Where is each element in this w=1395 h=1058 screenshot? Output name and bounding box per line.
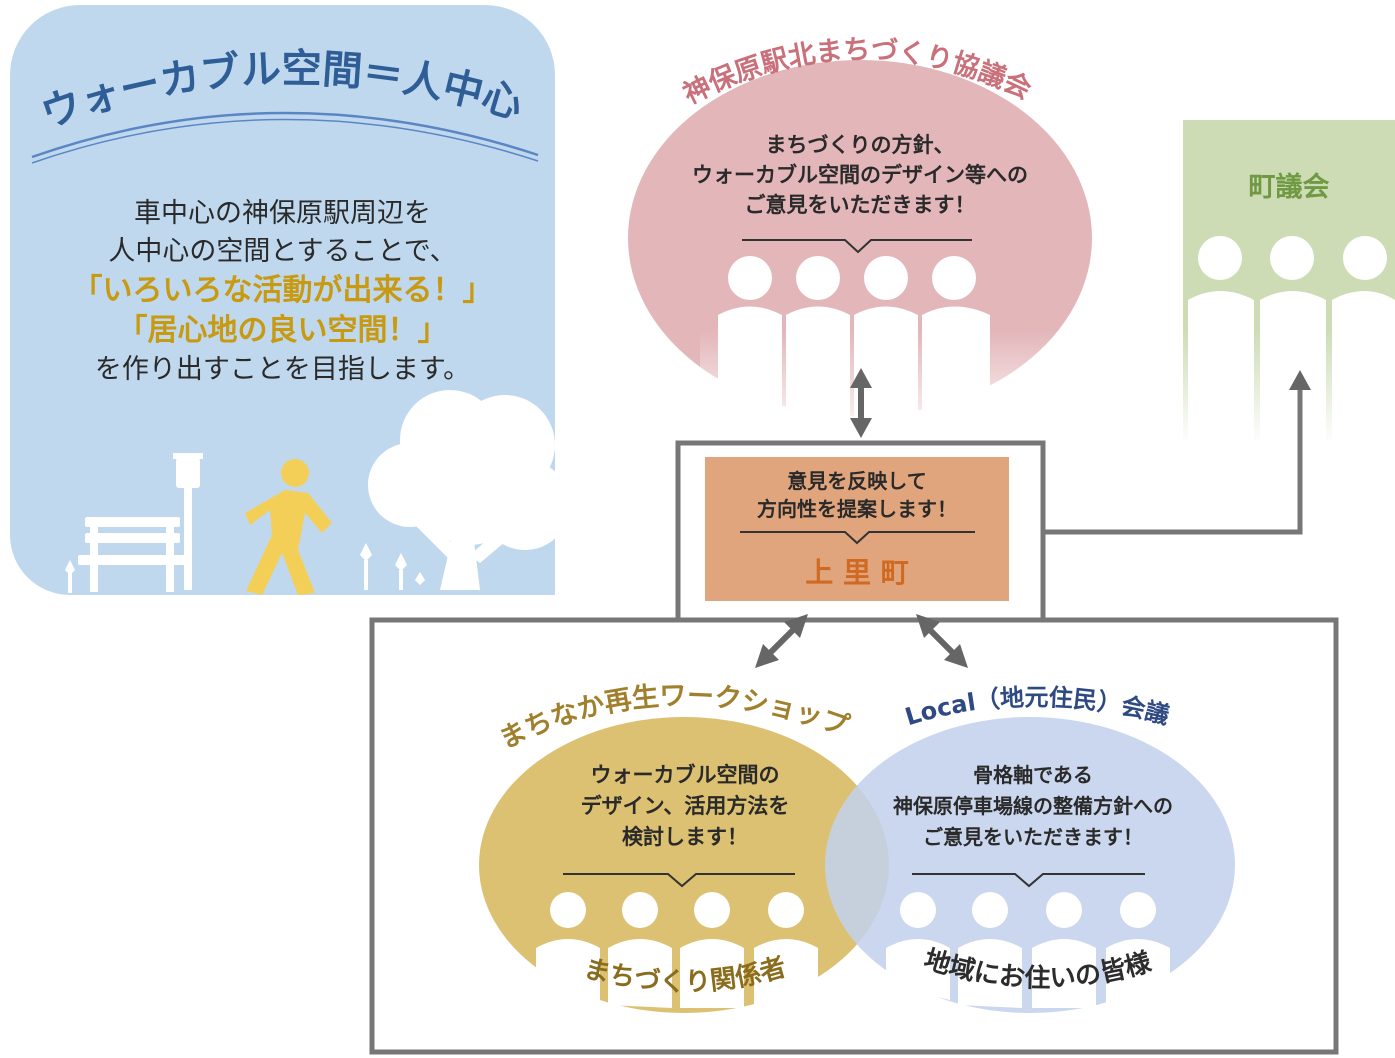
workshop-line-1: ウォーカブル空間の bbox=[590, 763, 780, 787]
tree-icon bbox=[368, 390, 555, 590]
local-meeting-body: 骨格軸である 神保原停車場線の整備方針への ご意見をいただきます！ bbox=[858, 760, 1208, 853]
north-council-line-3: ご意見をいただきます！ bbox=[744, 193, 976, 217]
park-scene-illustration: ウォーカブル空間＝人中心 bbox=[31, 46, 555, 595]
walkable-line-3: を作り出すことを目指します。 bbox=[94, 354, 471, 385]
workshop-line-3: 検討します！ bbox=[622, 825, 748, 849]
walking-person-icon bbox=[245, 459, 332, 595]
kamisato-name: 上 里 町 bbox=[805, 556, 909, 589]
north-council-body: まちづくりの方針、 ウォーカブル空間のデザイン等への ご意見をいただきます！ bbox=[650, 130, 1070, 220]
walkable-line-1: 車中心の神保原駅周辺を bbox=[134, 198, 431, 229]
street-lamp-icon bbox=[173, 453, 203, 590]
workshop-line-2: デザイン、活用方法を bbox=[580, 794, 790, 818]
workshop-body: ウォーカブル空間の デザイン、活用方法を 検討します！ bbox=[535, 760, 835, 853]
local-people-icon bbox=[886, 892, 1170, 1008]
north-council-line-1: まちづくりの方針、 bbox=[765, 133, 955, 157]
local-meeting-line-1: 骨格軸である bbox=[973, 763, 1093, 787]
kamisato-line-2: 方向性を提案します！ bbox=[757, 497, 957, 521]
local-meeting-line-2: 神保原停車場線の整備方針への bbox=[893, 794, 1173, 818]
north-council-line-2: ウォーカブル空間のデザイン等への bbox=[692, 163, 1028, 187]
flower-icon bbox=[65, 543, 425, 593]
kamisato-divider bbox=[740, 531, 975, 545]
bench-icon bbox=[78, 517, 186, 592]
town-assembly-title: 町議会 bbox=[1248, 172, 1330, 203]
local-meeting-ellipse bbox=[825, 717, 1235, 1013]
walkable-panel: ウォーカブル空間＝人中心 bbox=[10, 5, 555, 595]
walkable-line-2: 人中心の空間とすることで、 bbox=[108, 236, 457, 267]
workshop-people-icon bbox=[536, 892, 818, 1008]
kamisato-box: 意見を反映して 方向性を提案します！ 上 里 町 bbox=[705, 457, 1009, 601]
walkable-highlight-2: 「居心地の良い空間！」 bbox=[117, 313, 448, 348]
workshop-ellipse bbox=[479, 717, 889, 1013]
kamisato-line-1: 意見を反映して bbox=[787, 469, 927, 493]
local-meeting-line-3: ご意見をいただきます！ bbox=[923, 825, 1143, 849]
walkable-highlight-1: 「いろいろな活動が出来る！」 bbox=[72, 273, 493, 308]
